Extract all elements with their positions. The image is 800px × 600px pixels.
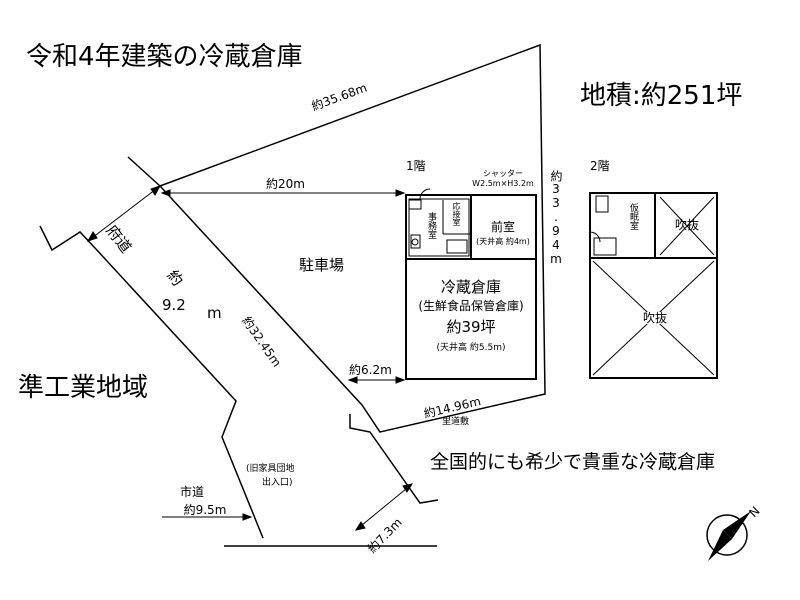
cold-storage-area: 約39坪 [446,318,496,336]
dim-20m: 約20m [266,177,305,191]
zoning-boundary-left [39,225,264,539]
arrow-head [242,513,253,521]
floor2-fixture [595,195,609,213]
anteroom-ceiling: (天井高 約4m) [476,237,530,246]
void-small-cross-b [659,196,715,256]
anteroom-label: 前室 [490,220,516,234]
prefectural-road-edge [127,156,161,187]
stair-fixture [446,239,468,254]
office-block [408,198,470,257]
arrow-head [86,231,98,242]
cold-storage-label: 冷蔵倉庫 [440,278,502,296]
old-entrance-line1: (旧家具団地 [246,464,295,474]
site-boundary [159,43,546,433]
floor2-door-swing [589,231,601,243]
floor2-stair [593,237,617,256]
shutter-marker [408,199,422,210]
old-entrance-line2: 出入口) [262,478,293,488]
city-road-name: 市道 [179,485,205,499]
toilet-fixture [410,234,421,249]
shutter-line2: W2.5m×H3.2m [472,179,534,188]
compass-icon [706,511,751,561]
dim-62m: 約6.2m [349,363,392,377]
city-road-width: 約9.5m [183,503,227,517]
arrow-head [395,376,406,384]
toilet-bowl [411,238,419,246]
satomichi-edge [349,414,439,504]
reception-label: 応接室 [452,202,461,226]
shutter-line1: シャッター [483,169,523,178]
floor2-outline [589,192,718,379]
nap-room-label: 仮眠室 [628,203,638,230]
arrow-head [395,189,406,197]
prefectural-road-unit: m [207,304,222,322]
page-title: 令和4年建築の冷蔵倉庫 [26,42,303,72]
door-swing [419,188,431,200]
arrow-head [354,521,366,531]
dim-line-73m [355,483,413,531]
catchphrase: 全国的にも希少で貴重な冷蔵倉庫 [430,451,716,473]
arrow-head [160,189,171,197]
parking-label: 駐車場 [299,256,345,274]
floor2-label: 2階 [590,159,610,173]
office-label: 事務室 [426,212,436,239]
arrow-head [347,376,358,384]
arrow-head [402,483,414,493]
site-area: 地積:約251坪 [580,81,743,111]
void-small-label: 吹抜 [675,218,700,232]
zoning-label: 準工業地域 [18,373,149,403]
floor1-label: 1階 [406,159,426,173]
prefectural-road-value: 9.2 [162,296,186,314]
void-large-label: 吹抜 [642,311,668,325]
dim-right: 約33.94m [549,170,563,266]
arrow-head [150,185,162,196]
cold-storage-ceiling: (天井高 約5.5m) [436,343,506,353]
cold-storage-use: (生鮮食品保管倉庫) [418,299,524,313]
dim-line-pref-road [87,185,161,242]
satomichi-label: 里道敷 [442,417,470,427]
